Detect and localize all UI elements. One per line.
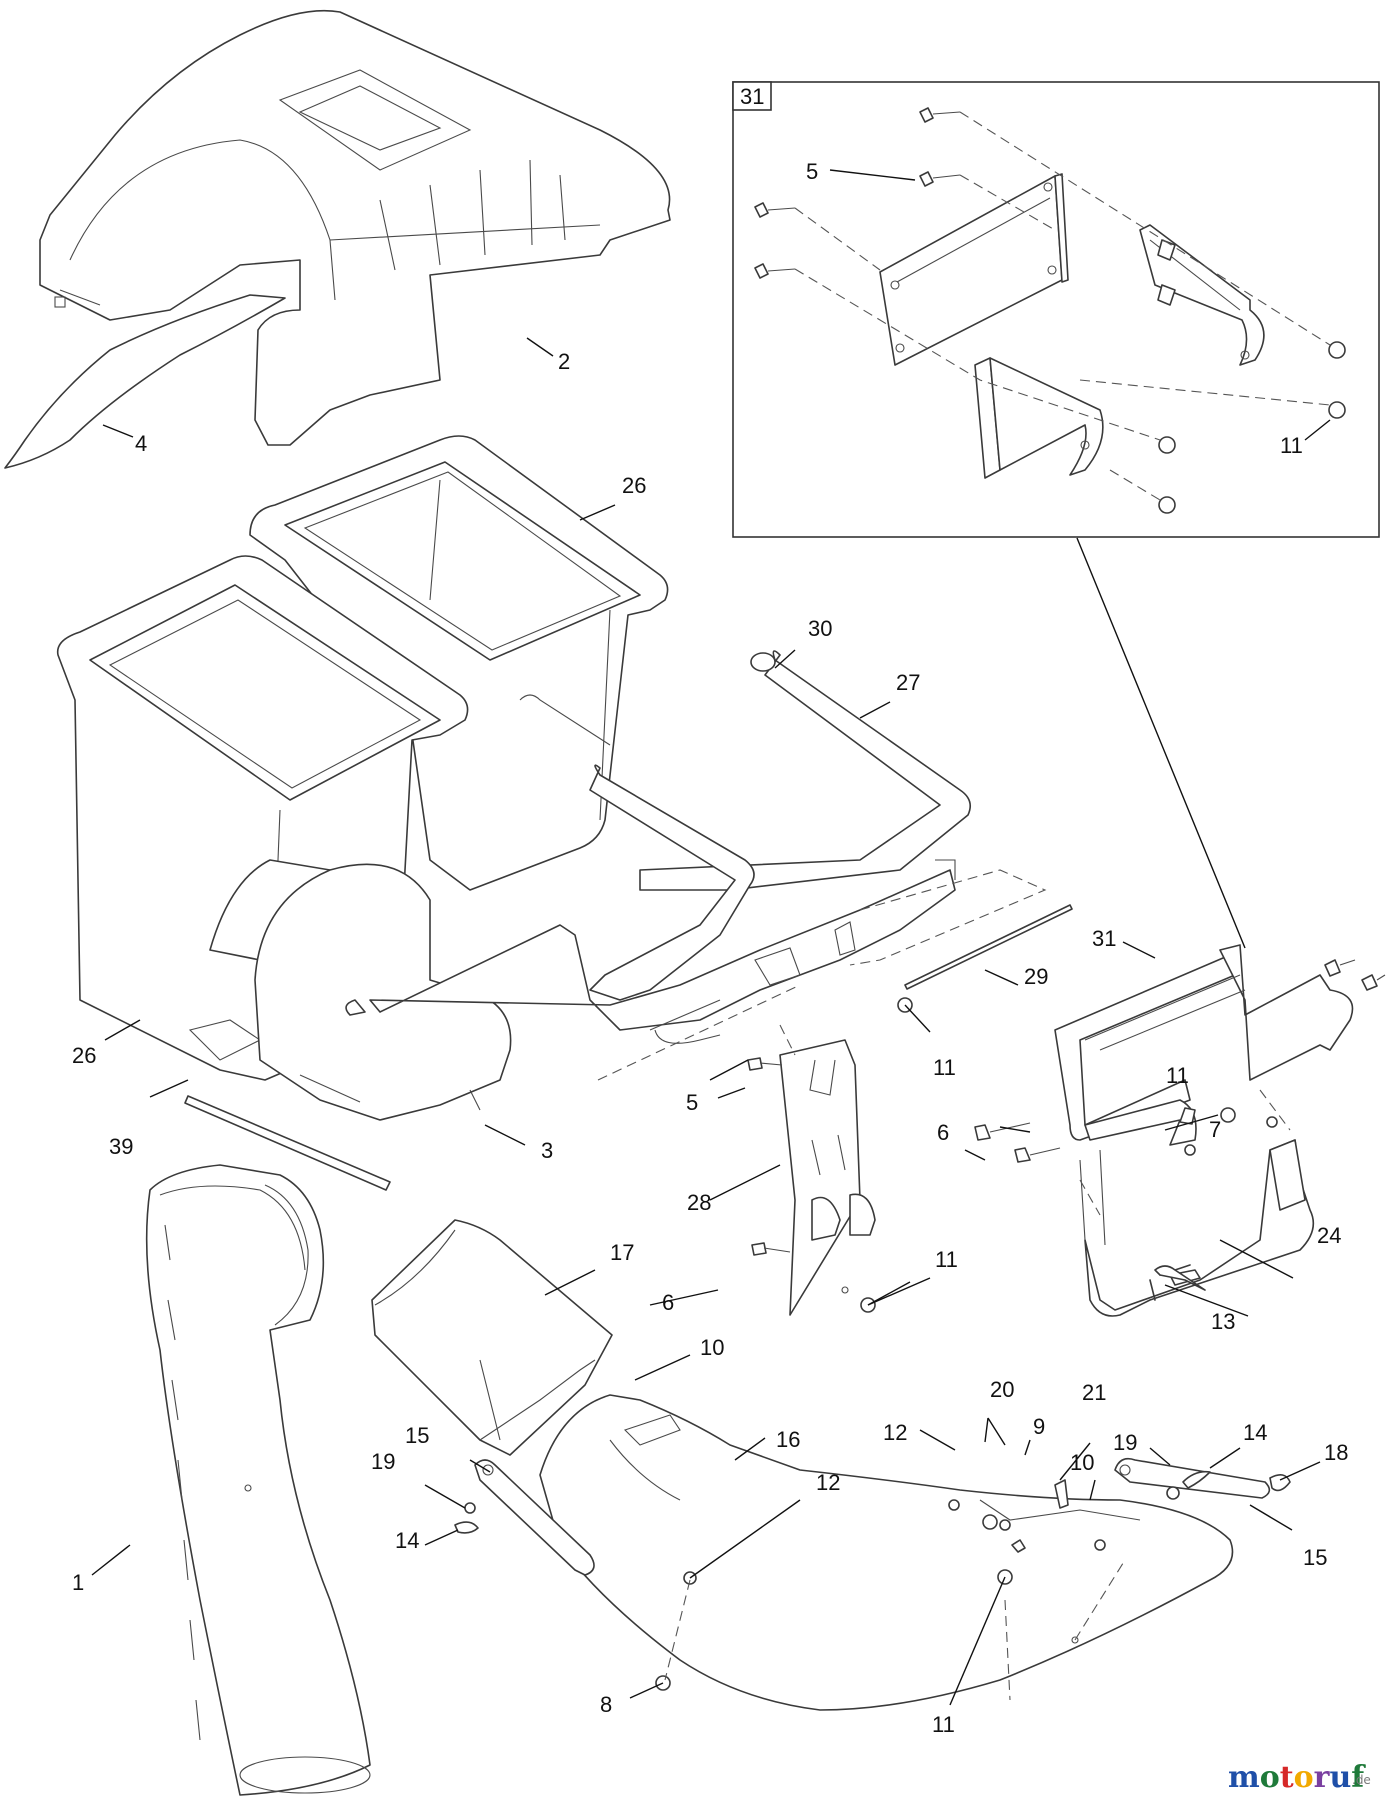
callout-26-rear-bag: 26 xyxy=(622,473,646,498)
assembly-hint-lines xyxy=(597,984,1126,1701)
watermark-brand: motoruf xyxy=(1228,1760,1366,1795)
callout-5-inset: 5 xyxy=(806,159,818,184)
callout-13: 13 xyxy=(1211,1309,1235,1334)
callout-16: 16 xyxy=(776,1427,800,1452)
callout-3: 3 xyxy=(541,1138,553,1163)
callout-30: 30 xyxy=(808,616,832,641)
support-rod-part xyxy=(849,869,1073,990)
callout-21: 21 xyxy=(1082,1380,1106,1405)
callout-11-inset: 11 xyxy=(1280,433,1303,458)
callout-29: 29 xyxy=(1024,964,1048,989)
deflector-flap-part xyxy=(4,294,286,469)
hitch-bracket-assembly-part xyxy=(1054,944,1354,1317)
callout-26-front-bag: 26 xyxy=(72,1043,96,1068)
watermark-tld: .de xyxy=(1352,1773,1371,1787)
mount-plate-part xyxy=(779,1039,876,1316)
callout-14-left: 14 xyxy=(395,1528,419,1553)
inset-leaders xyxy=(829,169,1331,441)
callout-8: 8 xyxy=(600,1692,612,1717)
end-cap-part xyxy=(750,652,776,672)
callout-1: 1 xyxy=(72,1570,84,1595)
callout-6-plate: 6 xyxy=(662,1290,674,1315)
callout-10-left: 10 xyxy=(700,1335,724,1360)
inset-label-box xyxy=(732,81,772,111)
callout-5-plate: 5 xyxy=(686,1090,698,1115)
lower-chute-part xyxy=(539,1394,1234,1711)
bag-frame-part xyxy=(345,650,971,1044)
grass-bag-rear-part xyxy=(249,435,669,891)
callout-11-frame: 11 xyxy=(933,1055,956,1080)
callout-19-left: 19 xyxy=(371,1449,395,1474)
callout-11-plate-nut: 11 xyxy=(935,1247,958,1272)
hitch-pin-clip-part xyxy=(1154,1265,1206,1291)
callout-12-right: 12 xyxy=(883,1420,907,1445)
upper-chute-part xyxy=(371,1219,613,1456)
motoruf-watermark: motoruf .de xyxy=(1228,1760,1371,1795)
hood-cover-part xyxy=(39,9,671,446)
bag-base-part xyxy=(254,863,512,1121)
chute-hardware-group xyxy=(454,1470,1211,1691)
callout-7: 7 xyxy=(1209,1117,1221,1142)
callout-39: 39 xyxy=(109,1134,133,1159)
callout-18: 18 xyxy=(1324,1440,1348,1465)
callout-24: 24 xyxy=(1317,1223,1341,1248)
callout-12-left: 12 xyxy=(816,1470,840,1495)
callout-15-right: 15 xyxy=(1303,1545,1327,1570)
callout-2: 2 xyxy=(558,349,570,374)
inset-detail-box: 31 xyxy=(732,81,1380,538)
hitch-fastener-group xyxy=(974,959,1386,1163)
inset-box-label: 31 xyxy=(740,84,764,109)
callout-19-right: 19 xyxy=(1113,1430,1137,1455)
callout-11-bottom: 11 xyxy=(932,1712,955,1737)
callout-14-right: 14 xyxy=(1243,1420,1267,1445)
fastener-group-plate xyxy=(747,997,913,1313)
callout-leaders xyxy=(91,337,1321,1706)
callout-17: 17 xyxy=(610,1240,634,1265)
callout-28: 28 xyxy=(687,1190,711,1215)
linkage-arm-left-part xyxy=(474,1459,595,1576)
callout-6-hitch: 6 xyxy=(937,1120,949,1145)
callout-4: 4 xyxy=(135,431,147,456)
callout-11-hitch: 11 xyxy=(1166,1063,1189,1088)
callout-20: 20 xyxy=(990,1377,1014,1402)
discharge-tube-part xyxy=(145,1164,371,1796)
callout-10-right: 10 xyxy=(1070,1450,1094,1475)
callout-31: 31 xyxy=(1092,926,1116,951)
callout-15-left: 15 xyxy=(405,1423,429,1448)
callout-27: 27 xyxy=(896,670,920,695)
callout-9: 9 xyxy=(1033,1414,1045,1439)
inset-reference-line xyxy=(1076,537,1246,949)
weather-strip-part xyxy=(184,1095,391,1191)
callout-labels: 4 2 26 26 30 27 29 31 11 5 3 39 28 6 11 … xyxy=(72,159,1348,1737)
